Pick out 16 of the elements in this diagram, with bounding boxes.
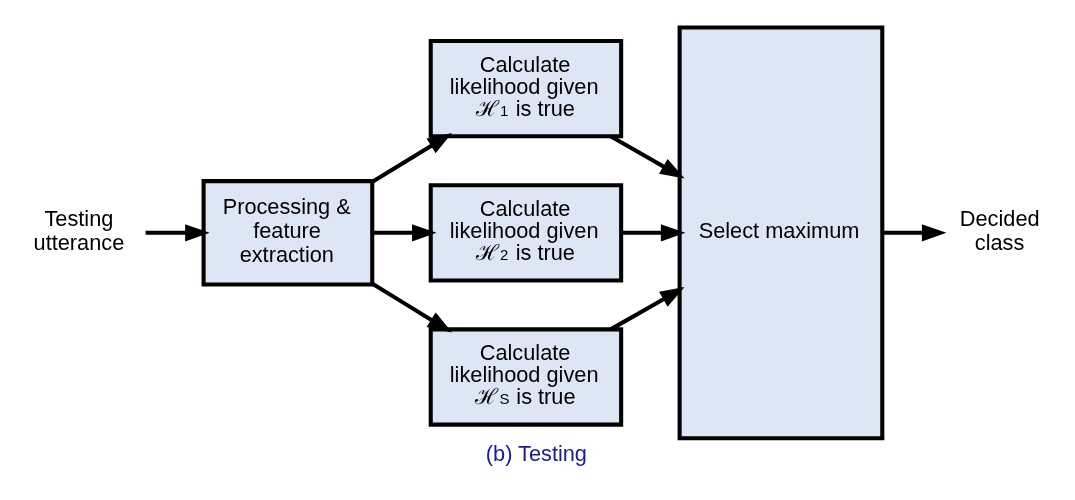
- node-text: Decided class: [959, 205, 1040, 255]
- node-box: Calculate likelihood given ℋ1 is true: [428, 38, 624, 138]
- arrow: [371, 132, 452, 183]
- arrow: [621, 223, 686, 241]
- node-box: Select maximum: [677, 24, 885, 440]
- caption: (b) Testing: [485, 440, 587, 466]
- node-box: Calculate likelihood given ℋ2 is true: [428, 182, 624, 282]
- arrow: [609, 133, 685, 179]
- arrow: [371, 281, 452, 332]
- node-box: Processing & feature extraction: [201, 178, 375, 287]
- arrow: [882, 223, 947, 241]
- arrow: [609, 286, 685, 331]
- node-box: Calculate likelihood given ℋS is true: [428, 326, 624, 427]
- node-text: Testing utterance: [33, 205, 125, 255]
- arrow: [372, 223, 437, 241]
- arrow: [145, 223, 210, 241]
